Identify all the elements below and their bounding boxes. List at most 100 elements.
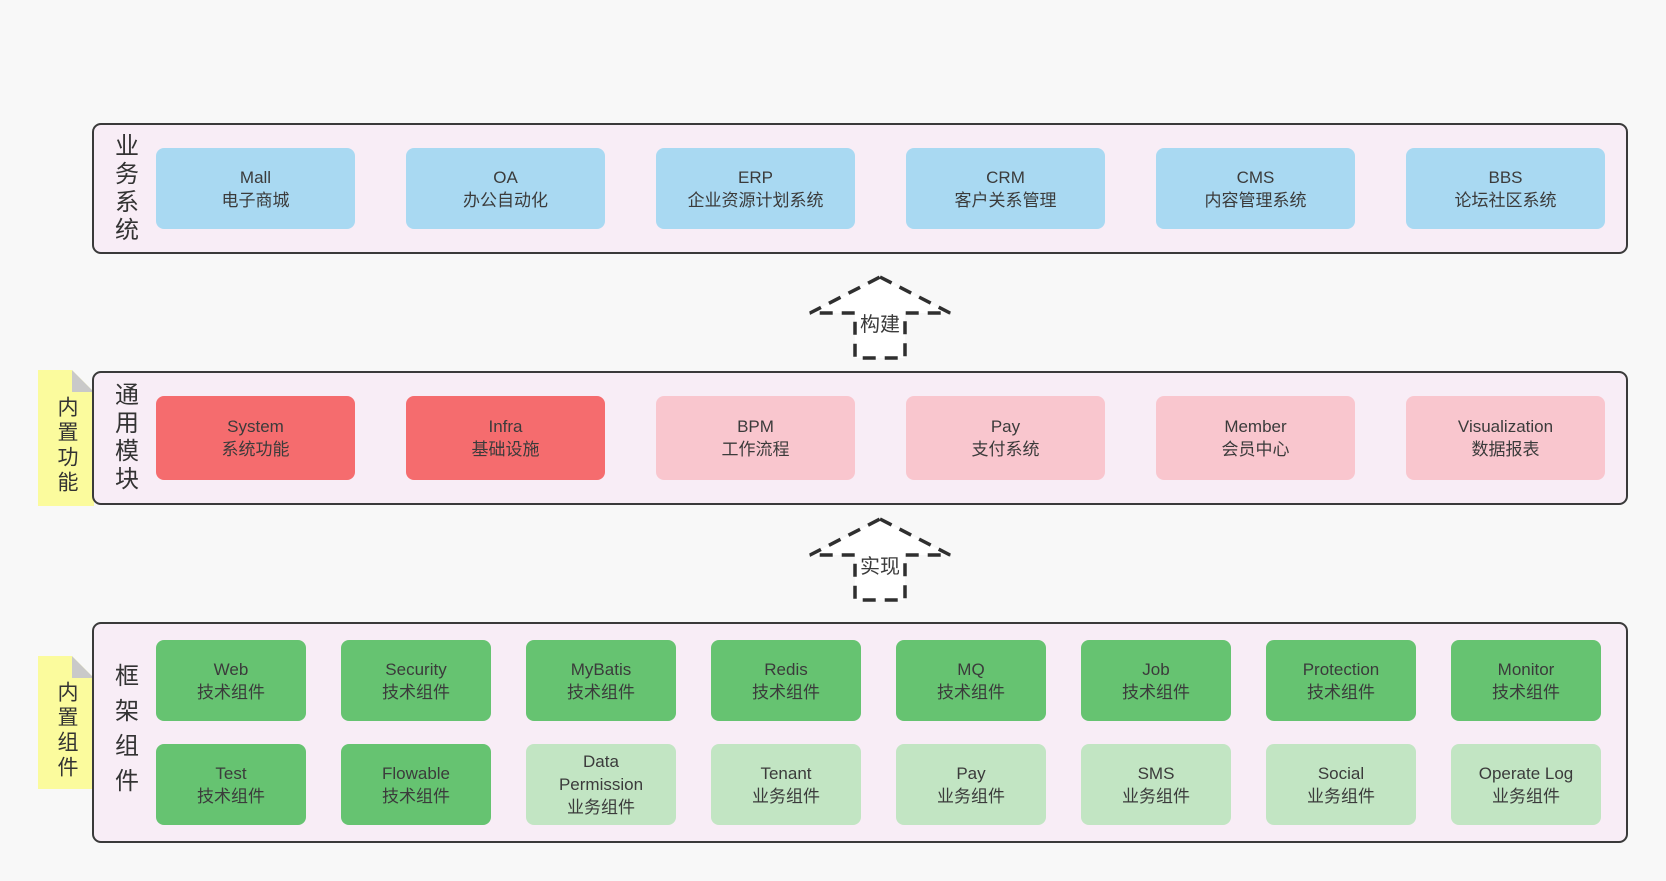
box-subtitle: 技术组件	[1307, 682, 1375, 702]
box-subtitle: 业务组件	[1492, 786, 1560, 806]
box-title: Member	[1224, 417, 1287, 436]
box-flowable: Flowable 技术组件	[341, 744, 491, 825]
box-title: Mall	[239, 167, 272, 187]
box-subtitle: 业务组件	[937, 786, 1005, 806]
box-title: Visualization	[1457, 417, 1554, 436]
box-title: OA	[493, 167, 518, 187]
box-protection: Protection 技术组件	[1266, 640, 1416, 721]
box-visualization: Visualization 数据报表	[1406, 396, 1605, 480]
box-title: CMS	[1236, 167, 1275, 187]
build-arrow-label: 构建	[860, 313, 900, 336]
box-system: System 系统功能	[156, 396, 355, 480]
box-subtitle: 办公自动化	[463, 190, 548, 210]
box-title: Flowable	[381, 763, 451, 783]
sticky-note-text: 内置功能	[55, 396, 78, 496]
box-subtitle: 技术组件	[382, 682, 450, 702]
box-subtitle: 业务组件	[1122, 786, 1190, 806]
section-label-components: 框架组件	[110, 662, 138, 803]
box-title: BBS	[1488, 167, 1523, 187]
box-social: Social 业务组件	[1266, 744, 1416, 825]
box-pay-component: Pay 业务组件	[896, 744, 1046, 825]
box-oa: OA 办公自动化	[406, 148, 605, 229]
sticky-note-builtin-features: 内置功能	[38, 370, 94, 506]
up-arrow-shape	[809, 275, 951, 360]
folded-corner-icon	[72, 370, 94, 392]
box-mybatis: MyBatis 技术组件	[526, 640, 676, 721]
sticky-note-text: 内置组件	[55, 680, 78, 781]
box-crm: CRM 客户关系管理	[906, 148, 1105, 229]
box-infra: Infra 基础设施	[406, 396, 605, 480]
component-boxes-grid: Web 技术组件 Security 技术组件 MyBatis 技术组件 Redi…	[156, 624, 1616, 841]
box-title: SMS	[1137, 763, 1175, 783]
box-subtitle: 业务组件	[567, 798, 635, 817]
module-boxes-row: System 系统功能 Infra 基础设施 BPM 工作流程 Pay 支付系统…	[156, 373, 1616, 503]
box-tenant: Tenant 业务组件	[711, 744, 861, 825]
box-title: Protection	[1302, 659, 1380, 679]
section-common-modules: 通用模块 System 系统功能 Infra 基础设施 BPM 工作流程 Pay…	[92, 371, 1628, 505]
box-title: Social	[1317, 763, 1365, 783]
box-title: MQ	[957, 659, 985, 679]
implement-arrow: 实现	[809, 517, 951, 602]
box-cms: CMS 内容管理系统	[1156, 148, 1355, 229]
box-subtitle: 技术组件	[1492, 682, 1560, 702]
sticky-note-builtin-components: 内置组件	[38, 656, 94, 789]
box-subtitle: 技术组件	[197, 682, 265, 702]
box-erp: ERP 企业资源计划系统	[656, 148, 855, 229]
box-subtitle: 电子商城	[221, 190, 290, 210]
box-pay: Pay 支付系统	[906, 396, 1105, 480]
box-subtitle: 论坛社区系统	[1454, 190, 1557, 210]
box-title: BPM	[737, 417, 774, 436]
box-subtitle: 企业资源计划系统	[687, 190, 824, 210]
box-job: Job 技术组件	[1081, 640, 1231, 721]
business-boxes-row: Mall 电子商城 OA 办公自动化 ERP 企业资源计划系统 CRM 客户关系…	[156, 125, 1616, 252]
box-title: Redis	[764, 659, 808, 679]
box-title: Data Permission	[558, 752, 644, 794]
box-title: Web	[213, 659, 249, 679]
section-label-modules: 通用模块	[110, 382, 138, 494]
box-title: System	[227, 417, 284, 436]
box-member: Member 会员中心	[1156, 396, 1355, 480]
section-label-business: 业务系统	[110, 132, 138, 245]
box-subtitle: 技术组件	[567, 682, 635, 702]
box-subtitle: 工作流程	[721, 440, 790, 459]
box-redis: Redis 技术组件	[711, 640, 861, 721]
folded-corner-icon	[72, 656, 94, 678]
box-subtitle: 技术组件	[1122, 682, 1190, 702]
box-title: Monitor	[1497, 659, 1555, 679]
box-security: Security 技术组件	[341, 640, 491, 721]
box-title: ERP	[738, 167, 773, 187]
box-bbs: BBS 论坛社区系统	[1406, 148, 1605, 229]
box-subtitle: 数据报表	[1471, 440, 1540, 459]
box-sms: SMS 业务组件	[1081, 744, 1231, 825]
box-title: CRM	[986, 167, 1025, 187]
build-arrow: 构建	[809, 275, 951, 360]
box-title: Test	[215, 763, 247, 783]
box-title: Tenant	[760, 763, 812, 783]
box-web: Web 技术组件	[156, 640, 306, 721]
box-subtitle: 业务组件	[752, 786, 820, 806]
box-data-permission: Data Permission 业务组件	[526, 744, 676, 825]
box-subtitle: 基础设施	[471, 440, 540, 459]
implement-arrow-label: 实现	[860, 555, 900, 578]
section-business-systems: 业务系统 Mall 电子商城 OA 办公自动化 ERP 企业资源计划系统 CRM…	[92, 123, 1628, 254]
box-subtitle: 会员中心	[1221, 440, 1290, 459]
box-subtitle: 业务组件	[1307, 786, 1375, 806]
box-operate-log: Operate Log 业务组件	[1451, 744, 1601, 825]
box-subtitle: 技术组件	[752, 682, 820, 702]
box-monitor: Monitor 技术组件	[1451, 640, 1601, 721]
box-subtitle: 系统功能	[221, 440, 290, 459]
box-title: MyBatis	[570, 659, 632, 679]
box-bpm: BPM 工作流程	[656, 396, 855, 480]
section-framework-components: 框架组件 Web 技术组件 Security 技术组件 MyBatis 技术组件…	[92, 622, 1628, 843]
box-title: Pay	[990, 417, 1021, 436]
up-arrow-shape	[809, 517, 951, 602]
box-subtitle: 技术组件	[382, 786, 450, 806]
box-test: Test 技术组件	[156, 744, 306, 825]
box-subtitle: 技术组件	[197, 786, 265, 806]
box-title: Security	[385, 659, 447, 679]
box-mall: Mall 电子商城	[156, 148, 355, 229]
box-title: Operate Log	[1478, 763, 1574, 783]
box-mq: MQ 技术组件	[896, 640, 1046, 721]
box-title: Job	[1142, 659, 1170, 679]
box-subtitle: 内容管理系统	[1204, 190, 1307, 210]
